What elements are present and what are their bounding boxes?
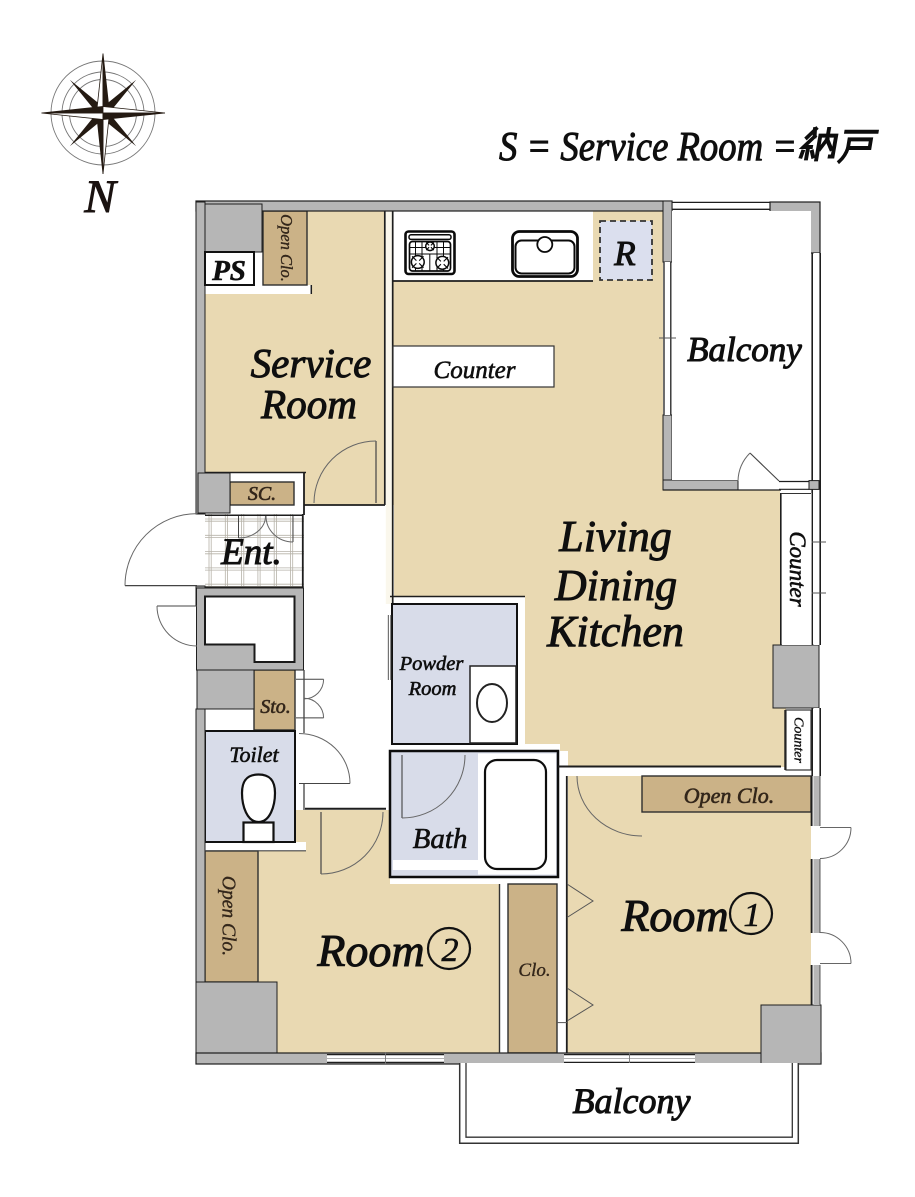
svg-text:Ent.: Ent. xyxy=(220,532,282,573)
svg-text:Open Clo.: Open Clo. xyxy=(684,783,774,808)
svg-text:Room: Room xyxy=(260,381,357,427)
svg-text:Sto.: Sto. xyxy=(260,696,291,718)
svg-text:Clo.: Clo. xyxy=(518,960,550,981)
svg-text:2: 2 xyxy=(442,932,459,969)
svg-text:Service: Service xyxy=(251,340,372,386)
svg-text:Counter: Counter xyxy=(791,717,806,763)
svg-text:Room: Room xyxy=(408,678,457,700)
svg-text:Powder: Powder xyxy=(399,653,465,675)
svg-text:Counter: Counter xyxy=(434,357,516,384)
svg-text:Balcony: Balcony xyxy=(687,330,802,369)
svg-text:Dining: Dining xyxy=(554,561,677,610)
svg-text:PS: PS xyxy=(211,255,246,287)
svg-text:SC.: SC. xyxy=(248,483,276,505)
svg-text:1: 1 xyxy=(744,897,761,934)
svg-text:S = Service Room =: S = Service Room = xyxy=(499,123,797,169)
svg-text:Balcony: Balcony xyxy=(573,1081,691,1121)
svg-text:Open Clo.: Open Clo. xyxy=(277,214,296,282)
svg-text:Living: Living xyxy=(558,512,671,561)
svg-text:Kitchen: Kitchen xyxy=(546,607,684,656)
svg-text:Room: Room xyxy=(620,890,728,941)
svg-text:N: N xyxy=(83,171,118,223)
svg-text:Counter: Counter xyxy=(785,531,810,607)
svg-text:Open Clo.: Open Clo. xyxy=(218,876,239,956)
svg-text:Bath: Bath xyxy=(413,823,468,855)
svg-text:Room: Room xyxy=(316,925,424,976)
svg-text:Toilet: Toilet xyxy=(229,742,279,767)
svg-text:R: R xyxy=(613,234,635,273)
